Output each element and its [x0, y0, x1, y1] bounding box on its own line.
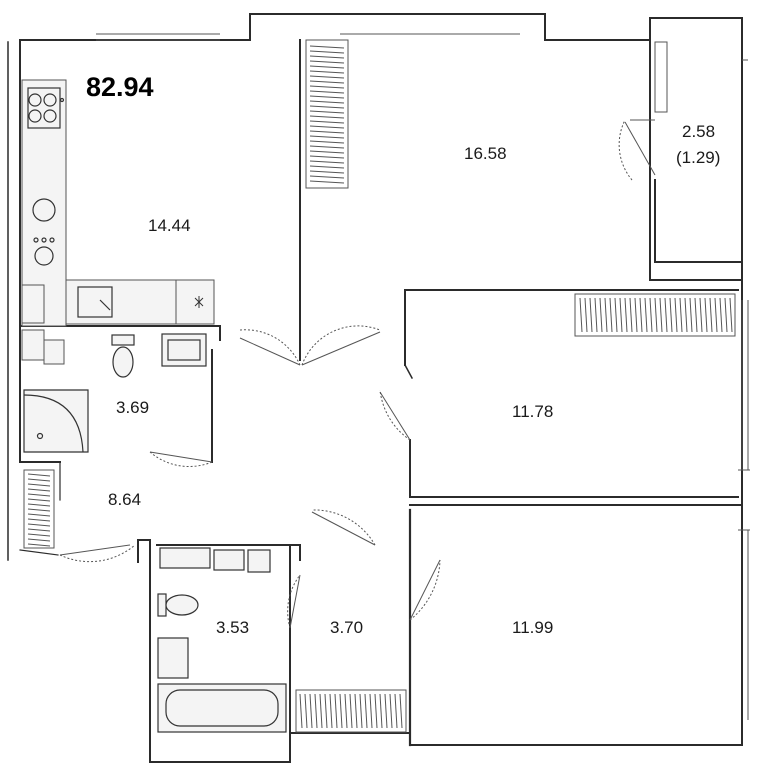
toilet-icon — [157, 593, 199, 617]
room-area-balcony: 2.58 — [682, 122, 716, 141]
windows — [96, 33, 750, 720]
room-area-kitchen: 14.44 — [148, 216, 191, 235]
room-area-corridor: 3.70 — [330, 618, 364, 637]
room-area-bath2: 3.53 — [216, 618, 250, 637]
cabinet — [159, 547, 271, 573]
stove-icon — [27, 87, 65, 129]
sink-icon — [157, 637, 189, 679]
room-area-hall: 8.64 — [108, 490, 142, 509]
radiator-fins — [27, 45, 733, 729]
bathtub-icon — [157, 683, 287, 733]
fan-icon — [194, 296, 204, 308]
room-area-bedroom1: 11.78 — [512, 402, 554, 421]
balcony-frame — [630, 41, 668, 121]
kitchen-counter — [21, 79, 215, 327]
room-area-bedroom2: 11.99 — [512, 618, 554, 637]
room-area-balcony-reduced: (1.29) — [676, 148, 721, 167]
cabinet — [21, 284, 65, 365]
total-area: 82.94 — [86, 72, 154, 102]
washing-machine-icon — [32, 198, 56, 266]
door-swing-icon — [59, 119, 656, 629]
sink-icon — [161, 333, 207, 367]
toilet-icon — [111, 334, 135, 378]
sink-icon — [77, 286, 113, 318]
shower-icon — [23, 389, 89, 453]
room-area-living: 16.58 — [464, 144, 507, 163]
room-area-bath1: 3.69 — [116, 398, 150, 417]
radiator-icon — [23, 39, 736, 733]
walls — [7, 13, 743, 763]
